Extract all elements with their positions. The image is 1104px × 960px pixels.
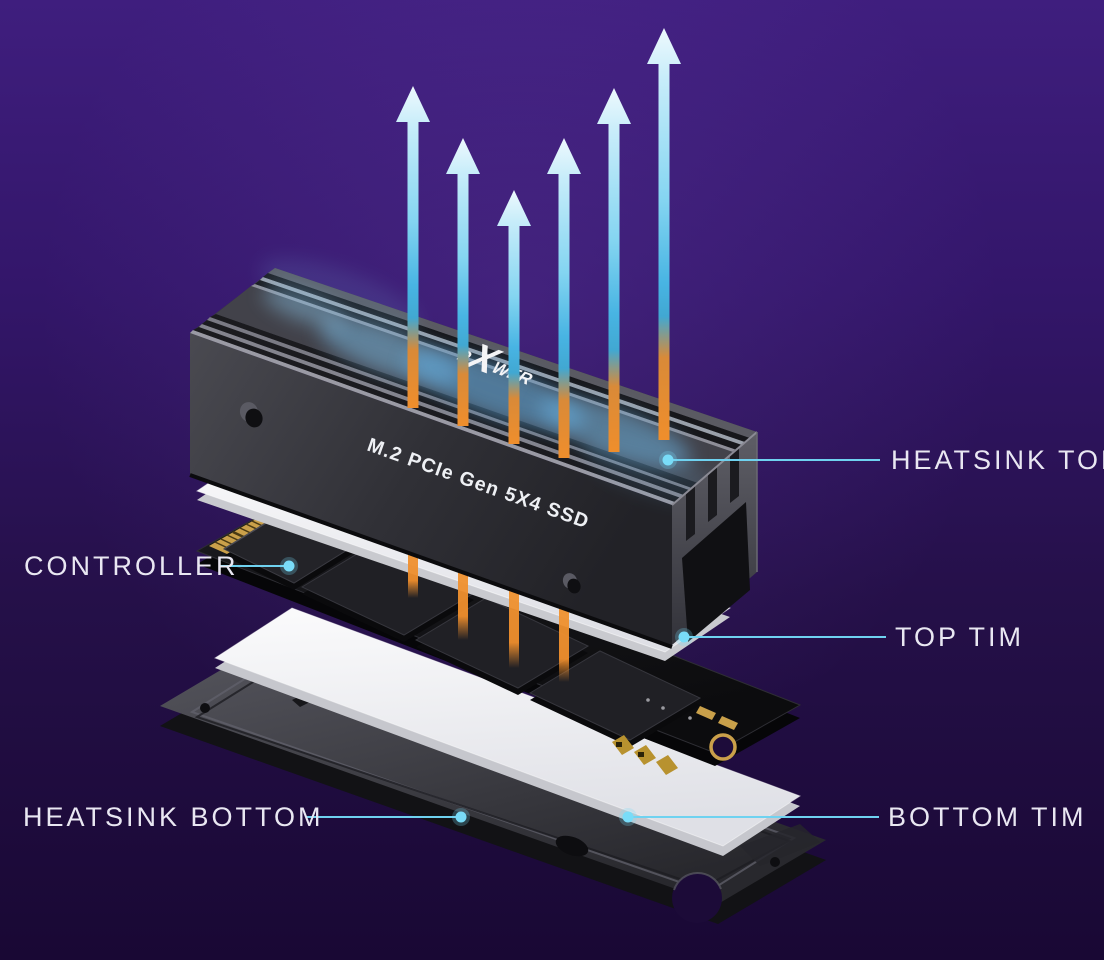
plate-notch [672,873,722,923]
heatsink-screw-hole [562,573,581,594]
up-arrow-icon [597,88,631,452]
heatsink-fin-comb-end [671,431,758,645]
smd-components [612,698,738,775]
callout-controller: CONTROLLER [24,551,239,581]
leader-dots [280,451,693,826]
leader-dot [678,631,690,643]
leader-dot [283,560,295,572]
heatsink-top-block: PXWER M.2 PCIe Gen 5X4 SSD [189,258,758,649]
heat-bar-icon [559,590,569,682]
up-arrow-icon [446,138,480,426]
plate-oval-hole [555,835,589,857]
callout-top-tim: TOP TIM [895,622,1025,652]
up-arrow-icon [497,190,531,444]
heat-smoke-wisp [583,437,717,503]
callout-heatsink-bottom: HEATSINK BOTTOM [23,802,324,832]
leader-dot [662,454,674,466]
bottom-tim-layer [213,607,802,856]
heat-bar-icon [408,528,418,598]
leader-dot [455,811,467,823]
heat-flow-bars [408,528,569,682]
callout-heatsink-top: HEATSINK TOP [891,445,1104,475]
heat-arrows [396,28,681,458]
leader-dot [622,811,634,823]
up-arrow-icon [396,86,430,408]
heat-bar-icon [509,566,519,668]
up-arrow-icon [547,138,581,458]
pcb-screw-notch [709,733,737,761]
up-arrow-icon [647,28,681,440]
ssd-pcb [195,502,802,775]
heat-bar-icon [458,545,468,640]
callout-bottom-tim: BOTTOM TIM [888,802,1087,832]
nand-chip [528,650,702,747]
leader-lines [220,459,886,818]
heatsink-screw-hole [239,402,263,428]
heat-smoke-wisp [259,258,421,334]
